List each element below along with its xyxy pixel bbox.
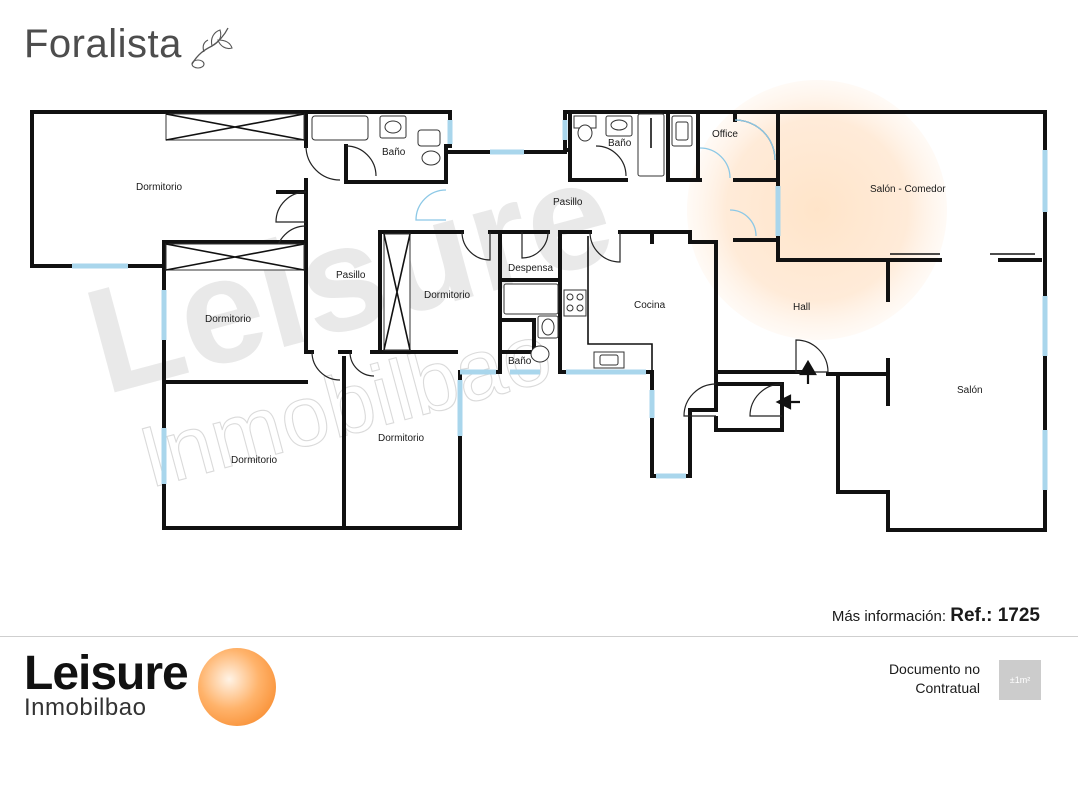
leaf-icon — [191, 27, 233, 69]
arrow-left-icon — [775, 394, 800, 410]
footer-divider — [0, 636, 1078, 637]
doors — [275, 119, 829, 417]
room-bano-1: Baño — [382, 147, 406, 158]
room-dormitorio-top-left: Dormitorio — [136, 182, 183, 193]
room-labels: Dormitorio Baño Pasillo Pasillo Dormitor… — [136, 129, 983, 466]
fixtures — [165, 113, 693, 372]
room-bano-2: Baño — [508, 356, 532, 367]
entrance-arrows — [775, 359, 817, 410]
room-dormitorio-center: Dormitorio — [424, 290, 471, 301]
accent-glow — [687, 80, 947, 340]
reference-number: Ref.: 1725 — [950, 605, 1040, 626]
disclaimer: Documento no Contratual — [850, 660, 980, 698]
room-dormitorio-bottom-center: Dormitorio — [378, 433, 425, 444]
footer-logo-main: Leisure — [24, 647, 189, 700]
disclaimer-line-1: Documento no — [888, 661, 980, 677]
room-office: Office — [712, 129, 738, 140]
room-bano-3: Baño — [608, 138, 632, 149]
arrow-up-icon — [799, 359, 817, 384]
sun-logo-icon — [198, 648, 276, 726]
room-despensa: Despensa — [508, 263, 553, 274]
room-pasillo-2: Pasillo — [553, 197, 583, 208]
disclaimer-line-2: Contratual — [915, 680, 980, 696]
brand-foralista: Foralista — [24, 22, 233, 69]
windows — [72, 120, 1048, 490]
room-dormitorio-left: Dormitorio — [205, 314, 252, 325]
brand-foralista-text: Foralista — [24, 22, 182, 66]
room-salon: Salón — [957, 385, 983, 396]
reference-line: Más información: Ref.: 1725 — [832, 605, 1040, 627]
area-badge: ±1m² — [999, 660, 1041, 700]
footer-logo-sub: Inmobilbao — [24, 694, 147, 721]
room-salon-comedor: Salón - Comedor — [870, 184, 946, 195]
reference-prefix: Más información: — [831, 608, 947, 625]
room-pasillo-1: Pasillo — [336, 270, 366, 281]
room-hall: Hall — [793, 302, 810, 313]
room-cocina: Cocina — [634, 300, 666, 311]
room-dormitorio-bottom-left: Dormitorio — [231, 455, 278, 466]
